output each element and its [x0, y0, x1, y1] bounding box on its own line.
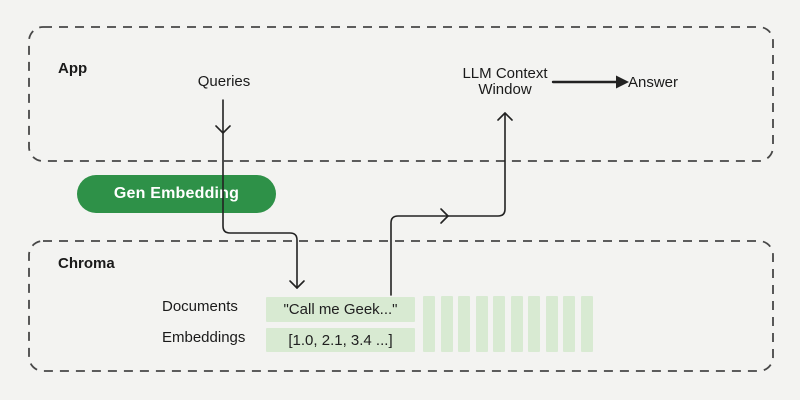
chevron-right-icon	[440, 208, 449, 224]
embedding-stripe	[545, 296, 558, 352]
documents-to-llm-arrow	[390, 112, 513, 296]
chroma-section-label: Chroma	[58, 255, 115, 272]
documents-value-box: "Call me Geek..."	[266, 297, 415, 322]
embeddings-value-box: [1.0, 2.1, 3.4 ...]	[266, 328, 415, 352]
embedding-stripe	[563, 296, 575, 352]
gen-embedding-label: Gen Embedding	[113, 185, 240, 202]
embeddings-value: [1.0, 2.1, 3.4 ...]	[288, 331, 393, 349]
embedding-stripe	[458, 296, 470, 352]
chevron-down-icon	[215, 125, 231, 134]
gen-embedding-node: Gen Embedding	[77, 175, 276, 213]
app-section-label: App	[58, 60, 88, 77]
embedding-stripe	[580, 296, 593, 352]
vector-stripes	[423, 296, 593, 352]
answer-node: Answer	[628, 74, 679, 91]
embedding-stripe	[423, 296, 435, 352]
documents-value: "Call me Geek..."	[283, 301, 398, 318]
chevron-down-icon	[289, 280, 305, 289]
llm-to-answer-arrow	[551, 75, 629, 89]
embeddings-row-label: Embeddings	[162, 329, 246, 346]
llm-context-window-node: LLM Context Window	[462, 65, 548, 98]
chevron-up-icon	[497, 112, 513, 121]
embedding-stripe	[440, 296, 453, 352]
documents-row-label: Documents	[162, 298, 238, 315]
embedding-stripe	[528, 296, 540, 352]
embedding-stripe	[475, 296, 488, 352]
queries-node: Queries	[197, 73, 251, 90]
embedding-stripe	[493, 296, 505, 352]
app-section-border	[28, 26, 774, 162]
embedding-stripe	[510, 296, 523, 352]
